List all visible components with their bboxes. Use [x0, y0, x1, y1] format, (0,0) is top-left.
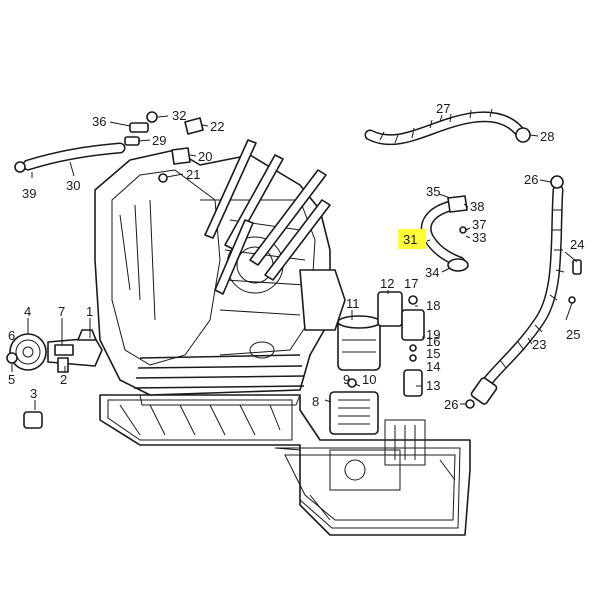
- callout-31: 31: [403, 232, 417, 247]
- callout-11: 11: [346, 296, 360, 311]
- callout-12: 12: [380, 276, 394, 291]
- callout-32: 32: [172, 108, 186, 123]
- callout-15: 15: [426, 346, 440, 361]
- hose-30: [14, 142, 126, 173]
- callout-16: 16: [426, 334, 440, 349]
- oil-pump-assembly: [6, 329, 103, 429]
- callout-38: 38: [470, 199, 484, 214]
- pipe-31: [420, 195, 469, 272]
- callout-33: 33: [472, 230, 486, 245]
- callout-18: 18: [426, 298, 440, 313]
- callout-2: 2: [60, 372, 67, 387]
- callout-20: 20: [198, 149, 212, 164]
- callout-8: 8: [312, 394, 319, 409]
- callout-39: 39: [22, 186, 36, 201]
- callout-24: 24: [570, 237, 584, 252]
- callout-6: 6: [8, 328, 15, 343]
- callout-7: 7: [58, 304, 65, 319]
- engine-block: [94, 139, 346, 406]
- callout-28: 28: [540, 129, 554, 144]
- callout-23: 23: [532, 337, 546, 352]
- callout-26-top: 26: [524, 172, 538, 187]
- hose-27: [364, 108, 531, 146]
- top-fittings: [124, 111, 204, 183]
- callout-26-bottom: 26: [444, 397, 458, 412]
- callout-17: 17: [404, 276, 418, 291]
- callout-25: 25: [566, 327, 580, 342]
- callout-36: 36: [92, 114, 106, 129]
- leader-lines: [11, 114, 578, 410]
- callout-30: 30: [66, 178, 80, 193]
- callout-4: 4: [24, 304, 31, 319]
- filter-housing-11: [337, 315, 381, 371]
- hose-23: [465, 175, 582, 409]
- callout-37: 37: [472, 217, 486, 232]
- oil-pan: [99, 394, 471, 536]
- callout-5: 5: [8, 372, 15, 387]
- callout-19: 19: [426, 327, 440, 342]
- oil-filter-8: [329, 391, 379, 435]
- callout-9: 9: [343, 372, 350, 387]
- callout-1: 1: [86, 304, 93, 319]
- bolt-9: [347, 378, 357, 388]
- callout-highlight: [398, 229, 426, 249]
- callout-29: 29: [152, 133, 166, 148]
- callout-27: 27: [436, 101, 450, 116]
- callout-22: 22: [210, 119, 224, 134]
- callout-34: 34: [425, 265, 439, 280]
- callout-3: 3: [30, 386, 37, 401]
- callout-13: 13: [426, 378, 440, 393]
- callout-10: 10: [362, 372, 376, 387]
- callout-labels: 1 2 3 4 5 6 7 8 9 10 11 12 13 14 15 16 1…: [8, 101, 584, 412]
- callout-35: 35: [426, 184, 440, 199]
- callout-21: 21: [186, 167, 200, 182]
- callout-14: 14: [426, 359, 440, 374]
- sender-stack: [377, 291, 425, 397]
